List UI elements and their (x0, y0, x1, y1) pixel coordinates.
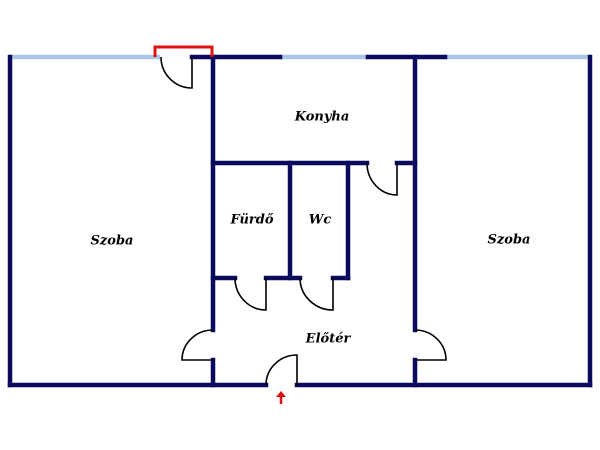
balcony-marker (153, 45, 214, 57)
doors (160, 56, 447, 386)
walls (7, 54, 593, 388)
door-entrance (265, 354, 298, 386)
entrance-arrow-icon (276, 391, 286, 404)
door-right-room (414, 329, 447, 361)
door-wc (299, 277, 334, 311)
room-label-furdo: Fürdő (230, 212, 274, 228)
room-label-eloter: Előtér (305, 331, 351, 347)
room-label-szoba-left: Szoba (90, 233, 134, 249)
door-kitchen (366, 162, 398, 196)
door-balcony (160, 56, 193, 89)
room-label-konyha: Konyha (294, 109, 350, 125)
door-left-room (181, 329, 214, 361)
door-bathroom (234, 277, 267, 311)
room-label-szoba-right: Szoba (487, 232, 531, 248)
room-label-wc: Wc (308, 212, 332, 228)
